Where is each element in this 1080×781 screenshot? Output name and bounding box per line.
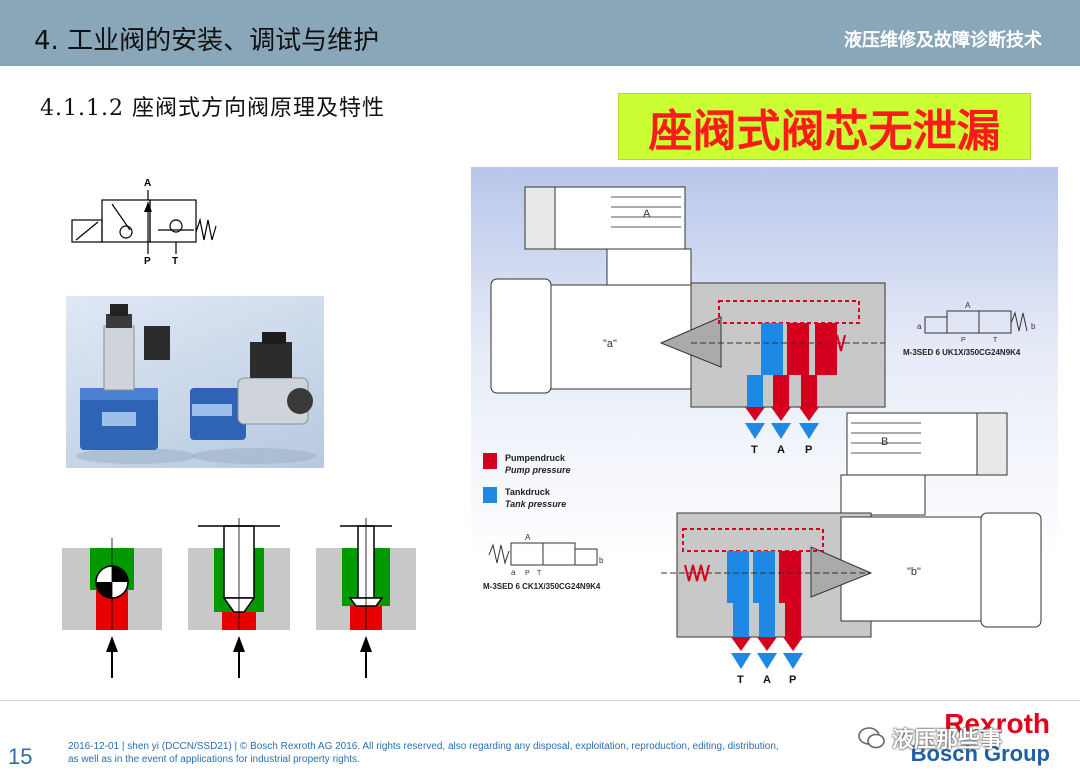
poppet-seat-sketch [316, 518, 416, 678]
legend-tank-sub: Tank pressure [505, 499, 566, 509]
coil-a-label: "a" [603, 338, 617, 350]
symbol-port-a: A [144, 178, 151, 189]
cone-seat-sketch [188, 518, 290, 678]
symbol-port-p: P [144, 256, 151, 267]
top-sym-b: b [1031, 322, 1036, 331]
header-bar: 4. 工业阀的安装、调试与维护 液压维修及故障诊断技术 [0, 0, 1080, 66]
slide-title: 4. 工业阀的安装、调试与维护 [34, 26, 380, 56]
bottom-sym-P: P [525, 570, 530, 577]
footer-copyright: 2016-12-01 | shen yi (DCCN/SSD21) | © Bo… [68, 740, 779, 766]
valve-cross-section-panel: A "a" T A P [471, 167, 1058, 689]
watermark-text: 液压那些事 [892, 728, 1003, 753]
legend-pump-sub: Pump pressure [505, 465, 571, 475]
bottom-sym-T: T [537, 570, 542, 577]
top-sym-A: A [965, 301, 971, 310]
valve-symbol: A P T [71, 178, 217, 267]
bottom-model-label: M-3SED 6 CK1X/350CG24N9K4 [483, 582, 601, 591]
wechat-icon [858, 727, 885, 749]
footer-divider [0, 700, 1080, 701]
legend-tank-name: Tankdruck [505, 487, 551, 497]
highlight-callout: 座阀式阀芯无泄漏 [618, 93, 1031, 160]
brand-rexroth: Rexroth [944, 708, 1050, 739]
cap-a-label: A [643, 208, 651, 220]
coil-b-label: "b" [907, 566, 921, 578]
top-port-p: P [805, 444, 812, 456]
top-port-t: T [751, 444, 758, 456]
bottom-sym-a: a [511, 568, 516, 577]
bottom-port-p: P [789, 674, 796, 686]
top-sym-P: P [961, 337, 966, 344]
seat-principle-sketches [62, 518, 416, 678]
section-subtitle: 4.1.1.2 座阀式方向阀原理及特性 [40, 96, 385, 121]
bottom-valve: B "b" T A P [483, 412, 1042, 686]
bottom-port-a: A [763, 674, 771, 686]
ball-seat-sketch [62, 538, 162, 678]
symbol-port-t: T [172, 256, 178, 267]
footer-line-1: 2016-12-01 | shen yi (DCCN/SSD21) | © Bo… [68, 741, 779, 752]
course-name: 液压维修及故障诊断技术 [844, 30, 1042, 51]
top-model-label: M-3SED 6 UK1X/350CG24N9K4 [903, 348, 1021, 357]
top-sym-T: T [993, 337, 998, 344]
wechat-watermark: 液压那些事 [858, 722, 1002, 754]
bottom-sym-b: b [599, 556, 604, 565]
product-photo [66, 296, 324, 468]
legend-pump-name: Pumpendruck [505, 453, 566, 463]
brand-bosch-group: Bosch Group [910, 741, 1050, 766]
top-valve: A "a" T A P [490, 186, 1036, 456]
cap-b-label: B [881, 436, 888, 448]
bottom-port-t: T [737, 674, 744, 686]
top-sym-a: a [917, 322, 922, 331]
bottom-sym-A: A [525, 533, 531, 542]
pressure-legend: Pumpendruck Pump pressure Tankdruck Tank… [483, 453, 571, 509]
top-port-a: A [777, 444, 785, 456]
page-number: 15 [8, 744, 33, 769]
callout-text: 座阀式阀芯无泄漏 [648, 105, 1001, 157]
footer-line-2: as well as in the event of applications … [68, 754, 360, 765]
